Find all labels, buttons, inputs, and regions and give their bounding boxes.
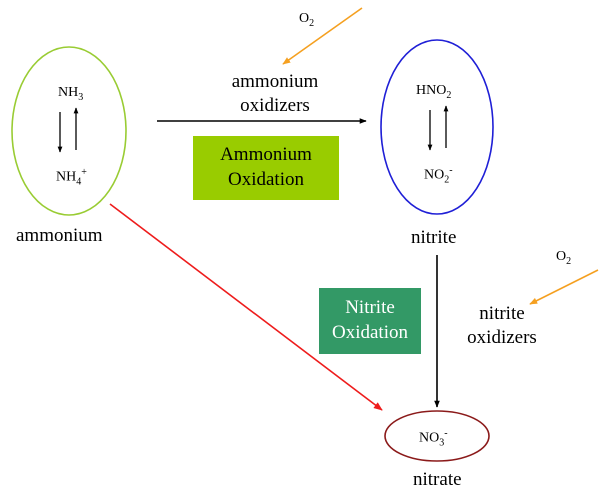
no2-formula: NO2- <box>424 165 453 186</box>
ammonium-label: ammonium <box>16 225 103 246</box>
ammonium-to-nitrate-arrow <box>109 203 383 411</box>
oxygen-right-arrow <box>529 269 599 305</box>
hno2-formula: HNO2 <box>416 83 452 101</box>
oxygen-top-label: O2 <box>299 11 315 29</box>
nh4-formula: NH4+ <box>56 167 87 188</box>
nitrite-label: nitrite <box>411 227 457 248</box>
nitrite-oxidation-box: Nitrite Oxidation <box>319 288 421 354</box>
oxygen-top-arrow <box>282 7 363 65</box>
nitrite-oxidizers-label: nitrite oxidizers <box>467 303 537 348</box>
nitrite-ellipse <box>380 39 494 215</box>
no3-formula: NO3- <box>419 428 448 449</box>
nh3-formula: NH3 <box>58 85 84 103</box>
ammonium-ellipse <box>11 46 127 216</box>
ammonium-oxidizers-label: ammonium oxidizers <box>231 71 319 116</box>
oxygen-right-label: O2 <box>556 249 572 267</box>
ammonium-oxidation-box: Ammonium Oxidation <box>193 136 339 200</box>
nitrate-ellipse <box>384 410 490 462</box>
nitrate-label: nitrate <box>413 469 462 490</box>
